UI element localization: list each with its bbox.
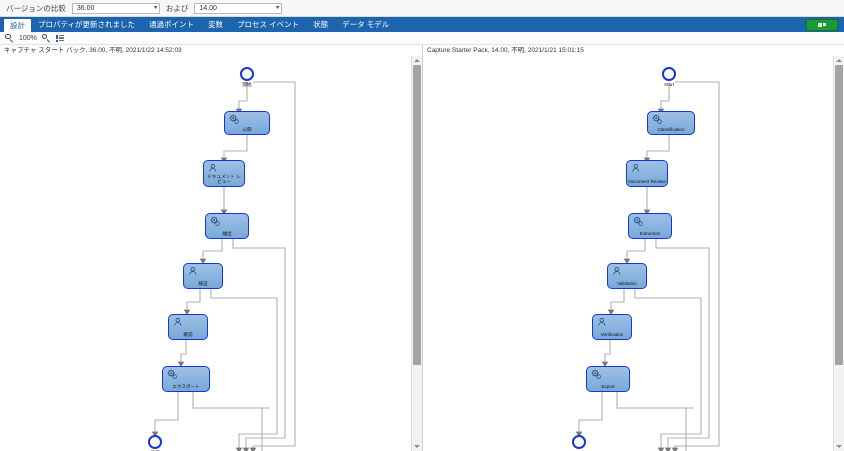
left-version-pane: キャプチャ スタート パック, 36.00, 不明, 2021/1/22 14:…	[0, 45, 423, 451]
node-extraction[interactable]: 抽出	[205, 213, 249, 239]
legend-list-icon[interactable]	[55, 34, 65, 43]
gear-icon	[167, 369, 177, 379]
chevron-down-icon: ▾	[276, 5, 280, 11]
right-connectors	[575, 81, 720, 451]
tab-bar-spacer	[396, 17, 806, 32]
chevron-down-icon: ▾	[153, 5, 158, 11]
tab-bar: 設計 プロパティが更新されました 通過ポイント 変数 プロセス イベント 状態 …	[0, 17, 844, 32]
left-process-diagram: 開始 公開	[0, 56, 412, 451]
gear-icon	[210, 216, 220, 226]
start-event-circle[interactable]	[662, 67, 676, 81]
zoom-toolbar: 100%	[0, 32, 844, 45]
gear-icon	[633, 216, 643, 226]
node-label: Verification	[600, 332, 624, 337]
scroll-down-arrow-icon[interactable]	[834, 442, 844, 451]
node-label: Export	[601, 384, 615, 389]
gear-icon	[591, 369, 601, 379]
end-event-circle[interactable]	[572, 435, 586, 449]
node-label: Validation	[617, 281, 637, 286]
scroll-track[interactable]	[412, 65, 422, 442]
node-label: 検証	[198, 281, 208, 286]
and-label: および	[165, 3, 189, 13]
tab-process-events[interactable]: プロセス イベント	[237, 20, 300, 29]
node-verification[interactable]: Verification	[592, 314, 632, 340]
node-export[interactable]: エクスポート	[162, 366, 210, 392]
scroll-up-arrow-icon[interactable]	[834, 56, 844, 65]
node-label: 確認	[183, 332, 193, 337]
zoom-in-icon[interactable]	[41, 33, 51, 43]
node-verification[interactable]: 確認	[168, 314, 208, 340]
node-document-review[interactable]: Document Review	[626, 160, 668, 187]
user-icon	[189, 266, 197, 275]
tab-data-model[interactable]: データ モデル	[342, 20, 390, 29]
user-icon	[174, 317, 182, 326]
node-classification[interactable]: Classification	[647, 111, 695, 135]
node-export[interactable]: Export	[586, 366, 630, 392]
end-event-circle[interactable]	[148, 435, 162, 449]
left-diagram-canvas[interactable]: 開始 公開	[0, 56, 412, 451]
gear-icon	[229, 114, 239, 124]
start-event-label: Start	[664, 82, 674, 87]
scroll-thumb[interactable]	[835, 65, 843, 365]
tab-variables[interactable]: 変数	[208, 20, 224, 29]
node-validation[interactable]: 検証	[183, 263, 223, 289]
right-version-pane: Capture Starter Pack, 14.00, 不明, 2021/1/…	[423, 45, 844, 451]
export-grid-icon-small	[823, 23, 826, 26]
tab-properties-updated[interactable]: プロパティが更新されました	[38, 20, 136, 29]
tab-waypoints[interactable]: 通過ポイント	[149, 20, 195, 29]
export-grid-button[interactable]	[806, 18, 838, 31]
version-selection-bar: バージョンの比較 36.00 ▾ および 14.00 ▾	[0, 0, 844, 17]
node-label: 抽出	[222, 231, 232, 236]
scroll-track[interactable]	[834, 65, 844, 442]
left-pane-header: キャプチャ スタート パック, 36.00, 不明, 2021/1/22 14:…	[0, 45, 422, 56]
version-b-select[interactable]: 14.00 ▾	[194, 2, 283, 14]
tab-design[interactable]: 設計	[4, 19, 31, 32]
node-label: Document Review	[628, 179, 666, 184]
user-icon	[632, 163, 640, 172]
compare-versions-label: バージョンの比較	[6, 3, 66, 13]
zoom-level-label: 100%	[19, 34, 37, 42]
gear-icon	[652, 114, 662, 124]
version-a-value: 36.00	[76, 4, 95, 12]
right-pane-header: Capture Starter Pack, 14.00, 不明, 2021/1/…	[423, 45, 844, 56]
node-validation[interactable]: Validation	[607, 263, 647, 289]
scroll-thumb[interactable]	[413, 65, 421, 365]
tab-states[interactable]: 状態	[313, 20, 329, 29]
user-icon	[613, 266, 621, 275]
right-process-diagram: Start Classification	[423, 56, 834, 451]
user-icon	[598, 317, 606, 326]
node-label: 公開	[242, 127, 252, 132]
scroll-up-arrow-icon[interactable]	[412, 56, 422, 65]
node-label: エクスポート	[172, 384, 200, 389]
export-grid-icon	[818, 22, 823, 27]
version-a-select[interactable]: 36.00 ▾	[71, 2, 160, 14]
left-vertical-scrollbar[interactable]	[411, 56, 422, 451]
node-label: ドキュメント レビュー	[207, 174, 241, 184]
right-diagram-canvas[interactable]: Start Classification	[423, 56, 834, 451]
scroll-down-arrow-icon[interactable]	[412, 442, 422, 451]
start-event-circle[interactable]	[240, 67, 254, 81]
node-extraction[interactable]: Extraction	[628, 213, 672, 239]
user-icon	[209, 163, 217, 172]
right-vertical-scrollbar[interactable]	[833, 56, 844, 451]
version-b-value: 14.00	[199, 4, 217, 12]
node-document-review[interactable]: ドキュメント レビュー	[203, 160, 245, 187]
left-connectors	[151, 81, 296, 451]
node-label: Classification	[657, 127, 685, 132]
node-publish[interactable]: 公開	[224, 111, 270, 135]
comparison-panes: キャプチャ スタート パック, 36.00, 不明, 2021/1/22 14:…	[0, 45, 844, 451]
start-event-label: 開始	[242, 82, 252, 87]
zoom-out-icon[interactable]	[5, 33, 14, 43]
node-label: Extraction	[639, 231, 661, 236]
